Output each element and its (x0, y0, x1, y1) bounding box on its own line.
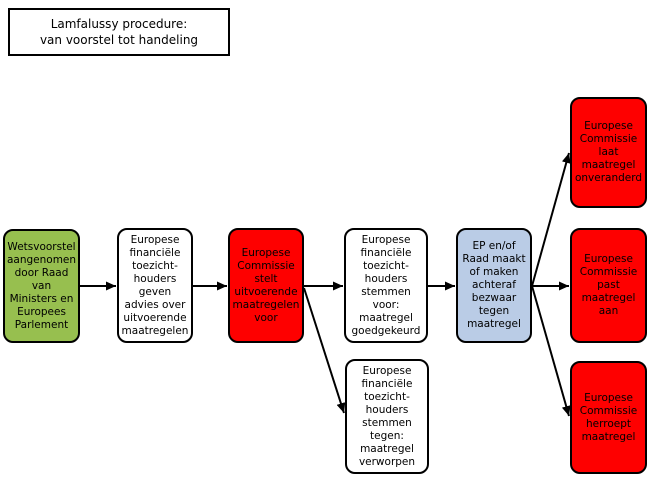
node-ep-raad-bezwaar: EP en/of Raad maakt of maken achteraf be… (456, 228, 532, 343)
node-commissie-stelt-voor: Europese Commissie stelt uitvoerende maa… (228, 228, 304, 343)
node-toezichthouders-advies: Europese financiële toezicht- houders ge… (117, 228, 193, 343)
arrow-bezwaar-to-onveranderd (531, 152, 571, 287)
node-wetsvoorstel-aangenomen: Wetsvoorstel aangenomen door Raad van Mi… (3, 229, 80, 343)
node-stemmen-tegen: Europese financiële toezicht- houders st… (345, 359, 429, 474)
node-laat-onveranderd: Europese Commissie laat maatregel onvera… (570, 97, 647, 208)
arrow-bezwaar-to-herroept (531, 285, 571, 417)
node-stemmen-voor: Europese financiële toezicht- houders st… (344, 228, 428, 343)
diagram-title: Lamfalussy procedure: van voorstel tot h… (8, 8, 230, 56)
node-past-aan: Europese Commissie past maatregel aan (570, 228, 647, 343)
node-herroept: Europese Commissie herroept maatregel (570, 361, 647, 474)
arrow-commissie-to-stemmen-tegen (303, 287, 346, 414)
